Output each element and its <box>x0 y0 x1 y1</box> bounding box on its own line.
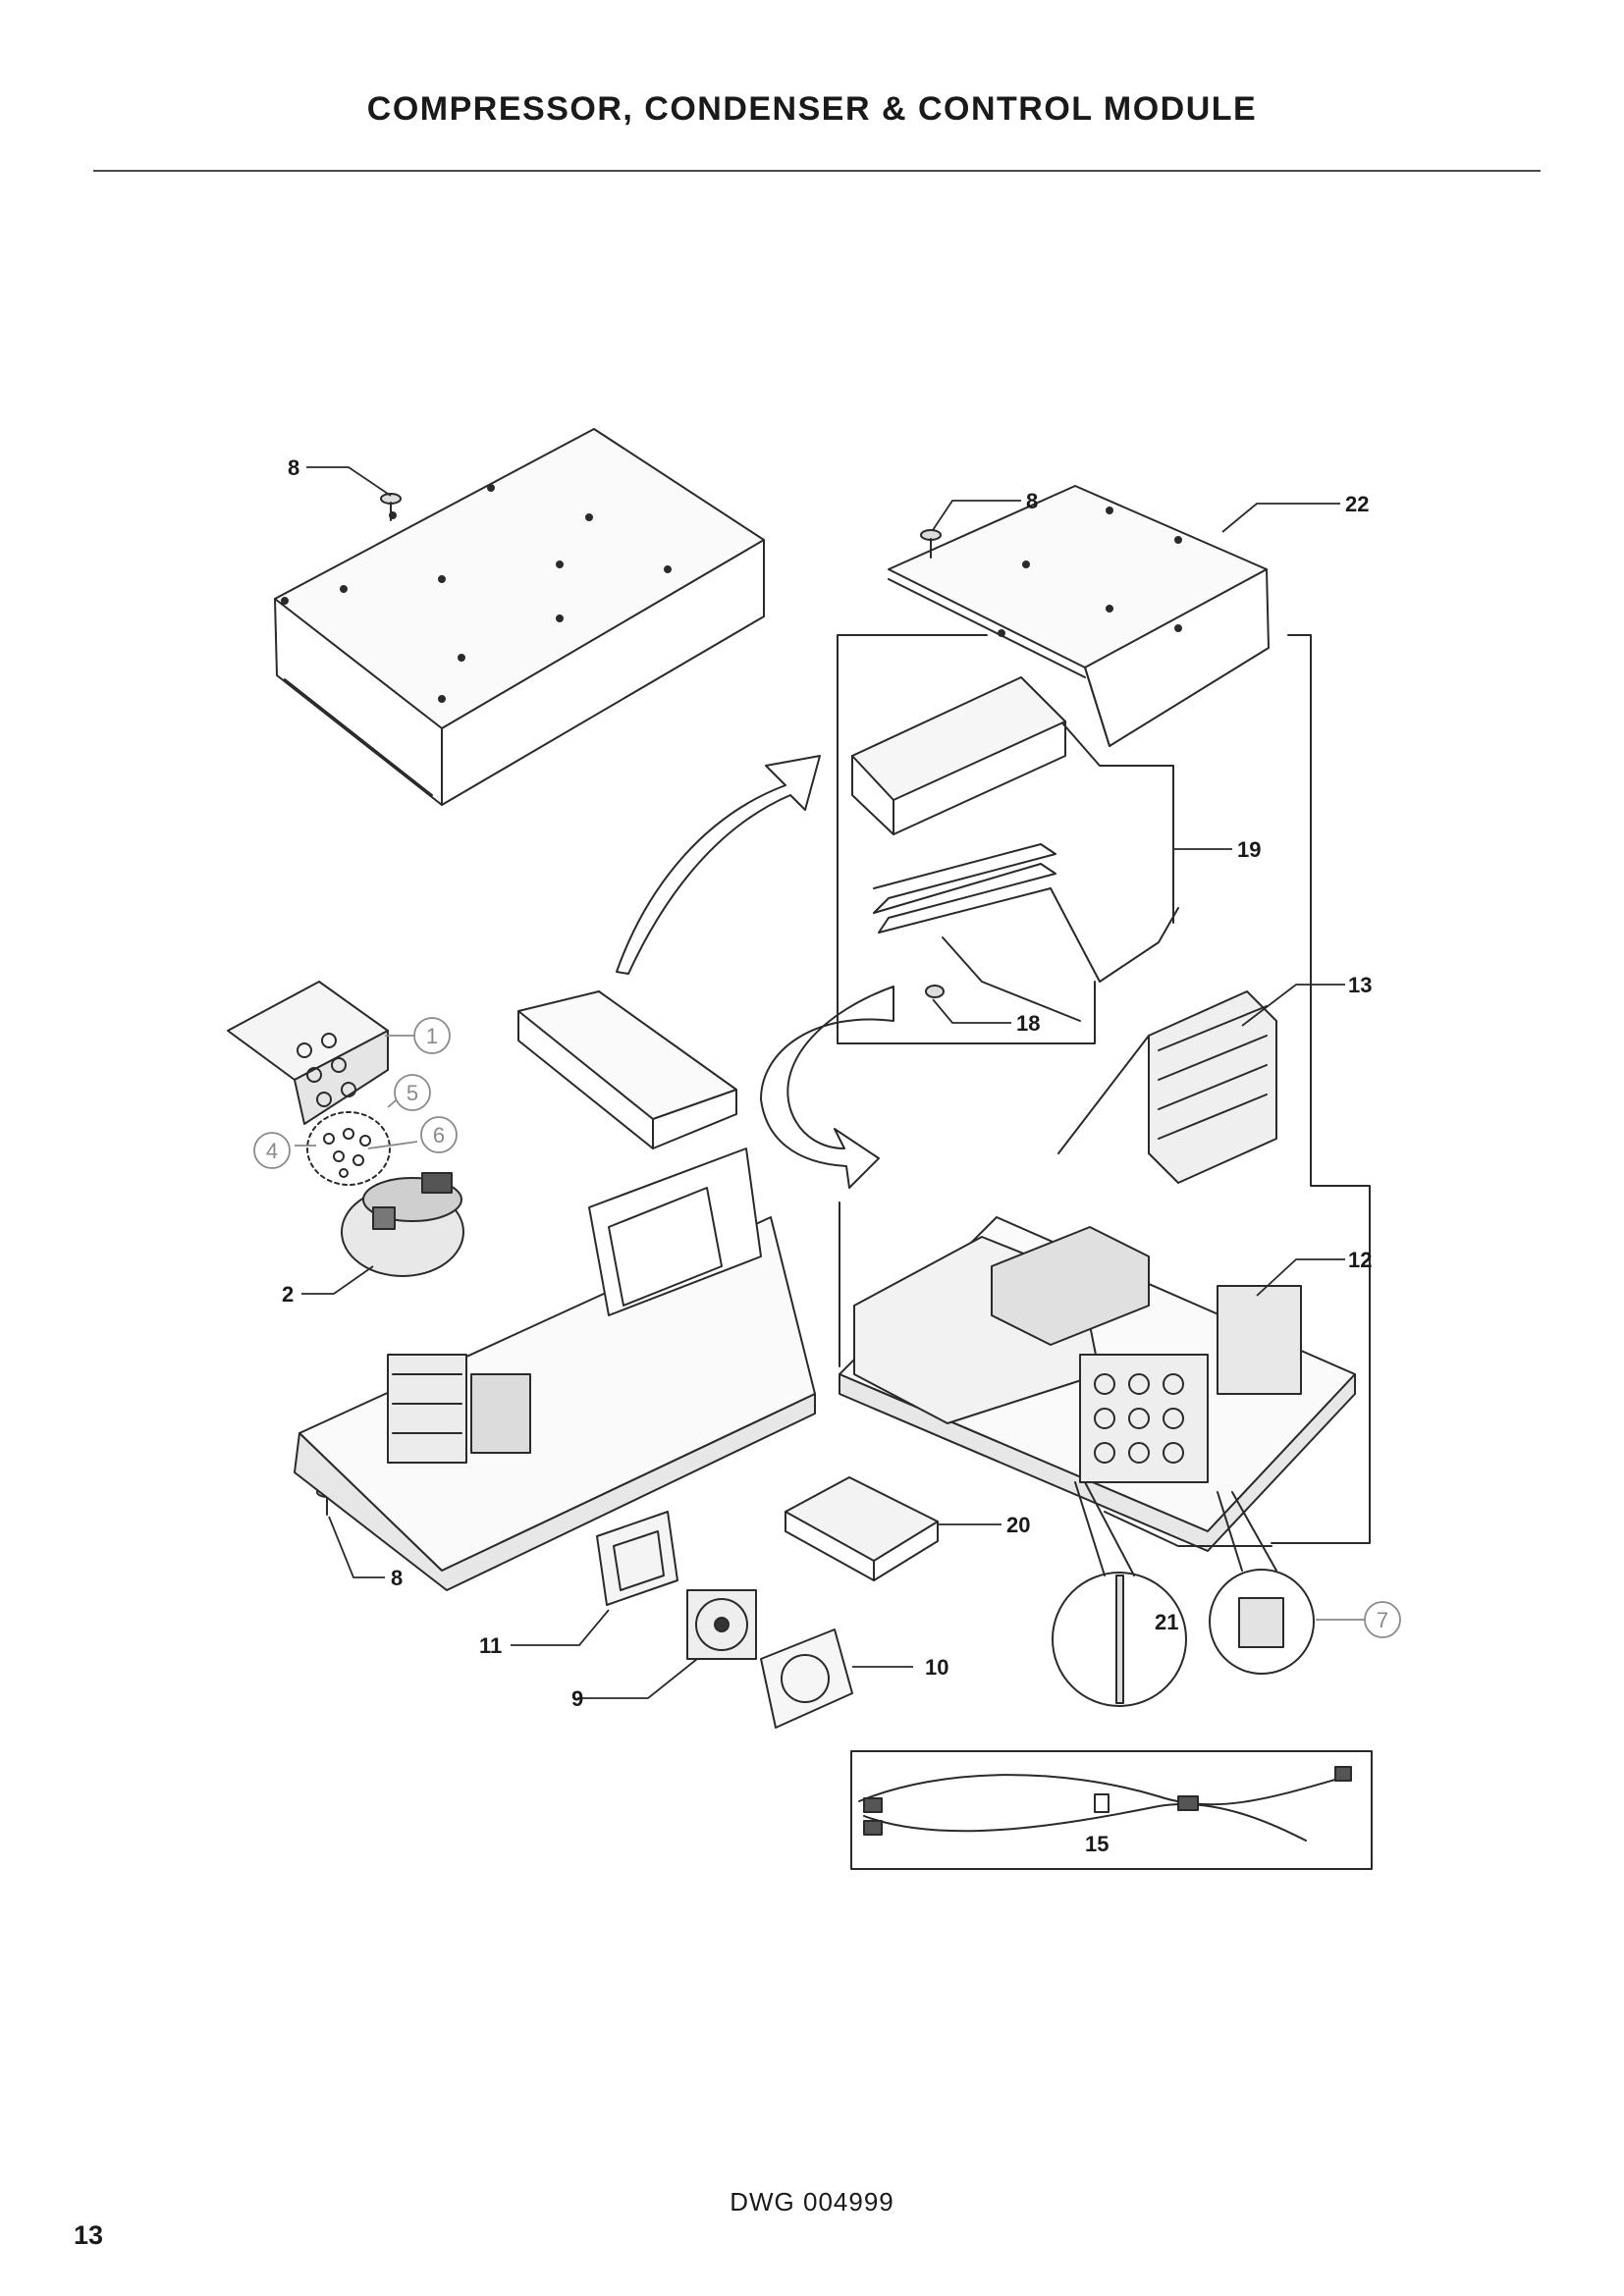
callout-8-bottom-left: 8 <box>391 1566 403 1590</box>
callout-15: 15 <box>1085 1832 1109 1856</box>
assembly-arrow-down <box>760 986 894 1189</box>
callout-10: 10 <box>925 1655 948 1680</box>
callout-9: 9 <box>571 1686 583 1711</box>
top-cover-left <box>274 428 765 806</box>
callout-6: 6 <box>433 1123 445 1148</box>
callout-18: 18 <box>1016 1011 1040 1036</box>
fan-gasket <box>760 1629 853 1729</box>
callout-13: 13 <box>1348 973 1372 997</box>
wiring-harness-box <box>850 1750 1373 1870</box>
callout-12: 12 <box>1348 1248 1372 1272</box>
base-tray-right <box>839 1216 1356 1552</box>
compressor <box>341 1172 464 1277</box>
callout-2: 2 <box>282 1282 294 1307</box>
callout-8-top-right: 8 <box>1026 489 1038 513</box>
condenser-fan <box>686 1589 757 1660</box>
compressor-bracket <box>227 981 389 1125</box>
callout-5: 5 <box>406 1081 418 1105</box>
right-assembly-bracket <box>1271 634 1371 1544</box>
mounting-hardware-group <box>306 1111 391 1186</box>
callout-7: 7 <box>1377 1608 1388 1632</box>
callout-11: 11 <box>479 1633 502 1658</box>
page-number: 13 <box>74 2220 104 2250</box>
callout-1: 1 <box>426 1024 438 1048</box>
fan-shroud <box>596 1511 678 1606</box>
probe-detail <box>1052 1481 1187 1707</box>
callout-21: 21 <box>1155 1610 1178 1634</box>
screw-top-left <box>380 493 402 521</box>
switch-detail <box>1209 1491 1315 1675</box>
control-cover <box>517 990 737 1149</box>
callout-circle-4 <box>253 1132 291 1169</box>
top-cover-right <box>888 485 1270 747</box>
screw-top-right <box>920 529 942 559</box>
page-title: COMPRESSOR, CONDENSER & CONTROL MODULE <box>366 90 1258 128</box>
callout-circle-7 <box>1364 1601 1401 1638</box>
callout-4: 4 <box>266 1139 278 1163</box>
condenser <box>1057 990 1277 1184</box>
heater-element <box>873 843 1179 1022</box>
callout-22: 22 <box>1345 492 1369 516</box>
callout-circle-1 <box>413 1017 451 1054</box>
title-divider <box>93 170 1541 172</box>
evaporator-duct <box>851 676 1066 835</box>
control-board <box>785 1476 939 1581</box>
drawing-number: DWG 004999 <box>730 2187 894 2216</box>
callout-19: 19 <box>1237 837 1261 862</box>
assembly-arrow-up <box>616 755 821 975</box>
callout-circle-6 <box>420 1116 458 1153</box>
callout-20: 20 <box>1006 1513 1030 1537</box>
heater-screw <box>925 985 945 998</box>
callout-8-top-left: 8 <box>288 455 299 480</box>
tray-right-bracket <box>839 1201 1272 1547</box>
base-tray-left <box>294 1148 816 1591</box>
callout-circle-5 <box>394 1074 431 1111</box>
